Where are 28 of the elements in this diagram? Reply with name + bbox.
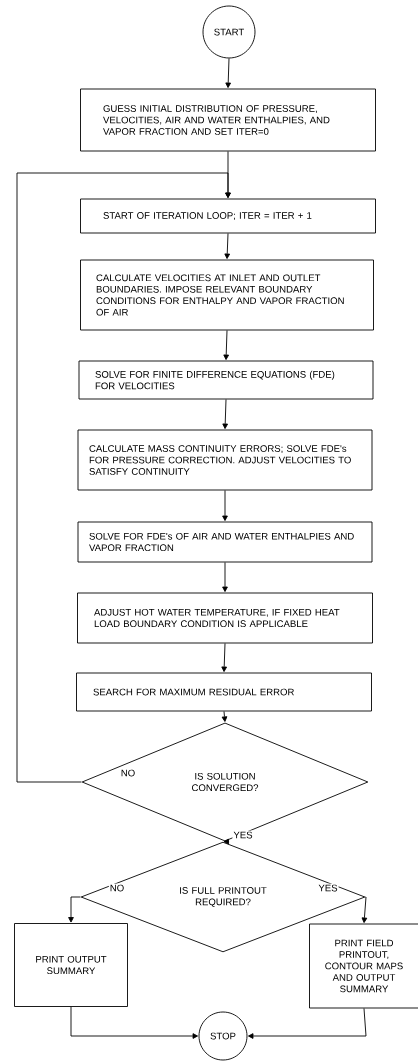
- arrow: [222, 490, 228, 521]
- arrow: [361, 896, 368, 923]
- arrow: [222, 562, 228, 592]
- process-box: CALCULATE MASS CONTINUITY ERRORS; SOLVE FDE's FOR PRESSURE CORRECTION. ADJUST VELOCITIES TO SATISFY CONTINUITY: [77, 429, 373, 491]
- process-box: PRINT OUTPUT SUMMARY: [14, 923, 128, 1007]
- arrow: [16, 172, 231, 783]
- process-box: START OF ITERATION LOOP; ITER = ITER + 1: [80, 198, 376, 234]
- process-box: SOLVE FOR FINITE DIFFERENCE EQUATIONS (FDE) FOR VELOCITIES: [78, 360, 374, 400]
- process-box: CALCULATE VELOCITIES AT INLET AND OUTLET BOUNDARIES. IMPOSE RELEVANT BOUNDARY CONDITIONS FOR ENTHALPY AND VAPOR FRACTION OF AIR: [80, 259, 374, 331]
- edge-label: YES: [317, 883, 339, 893]
- process-box: SEARCH FOR MAXIMUM RESIDUAL ERROR: [76, 672, 372, 712]
- arrow: [221, 643, 227, 672]
- arrow: [223, 330, 229, 360]
- edge-label: NO: [119, 768, 137, 778]
- arrow: [70, 1006, 198, 1039]
- arrow: [224, 233, 231, 259]
- arrow: [222, 399, 228, 429]
- process-box: PRINT FIELD PRINTOUT, CONTOUR MAPS AND OUTPUT SUMMARY: [309, 923, 418, 1009]
- arrow: [248, 1008, 367, 1039]
- process-box: SOLVE FOR FDE's OF AIR AND WATER ENTHALPIES AND VAPOR FRACTION: [77, 521, 373, 563]
- arrow: [221, 711, 228, 722]
- arrow: [68, 896, 81, 923]
- edge-label: YES: [232, 830, 254, 840]
- edge-label: NO: [108, 883, 126, 893]
- arrow: [223, 838, 230, 845]
- process-box: GUESS INITIAL DISTRIBUTION OF PRESSURE, VELOCITIES, AIR AND WATER ENTHALPIES, AND VAPOR FRACTION AND SET ITER=0: [80, 88, 376, 152]
- arrow: [225, 58, 231, 88]
- process-box: ADJUST HOT WATER TEMPERATURE, IF FIXED HEAT LOAD BOUNDARY CONDITION IS APPLICABLE: [77, 592, 373, 644]
